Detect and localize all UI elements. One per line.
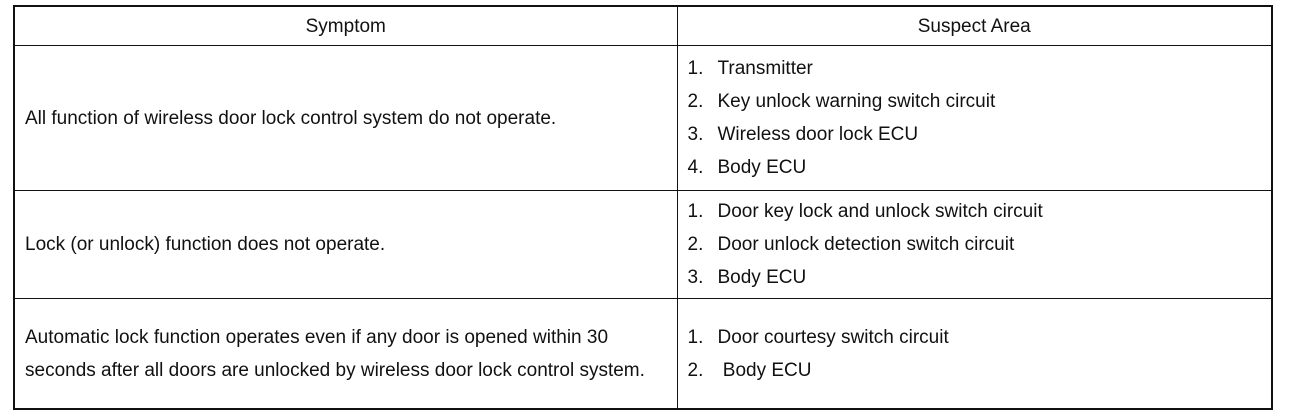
symptom-cell: Automatic lock function operates even if… xyxy=(15,298,678,408)
table-row: All function of wireless door lock contr… xyxy=(15,45,1271,191)
symptom-cell: All function of wireless door lock contr… xyxy=(15,45,678,191)
item-number: 3. xyxy=(687,267,704,288)
list-item: 3. Body ECU xyxy=(688,261,1262,294)
item-number: 4. xyxy=(687,157,704,178)
item-text: Transmitter xyxy=(717,58,813,79)
list-item: 4. Body ECU xyxy=(688,151,1262,184)
list-item: 2. Door unlock detection switch circuit xyxy=(688,228,1262,261)
item-text: Wireless door lock ECU xyxy=(717,124,919,145)
item-number: 2. xyxy=(687,359,704,381)
suspect-area-list: 1. Transmitter 2. Key unlock warning switc… xyxy=(688,52,1262,184)
item-number: 2. xyxy=(687,234,704,255)
symptom-table: Symptom Suspect Area All function of wir… xyxy=(15,7,1271,408)
symptom-cell: Lock (or unlock) function does not opera… xyxy=(15,190,678,299)
item-text: Body ECU xyxy=(717,359,812,381)
header-symptom: Symptom xyxy=(15,7,678,46)
item-text: Body ECU xyxy=(717,157,807,178)
item-number: 1. xyxy=(687,326,704,348)
item-number: 1. xyxy=(687,58,704,79)
list-item: 2. Body ECU xyxy=(688,354,1262,387)
table-row: Automatic lock function operates even if… xyxy=(15,298,1271,408)
header-suspect-area: Suspect Area xyxy=(676,7,1271,46)
item-number: 2. xyxy=(687,91,704,112)
list-item: 1. Transmitter xyxy=(688,52,1262,85)
suspect-area-cell: 1. Door courtesy switch circuit 2. Body E… xyxy=(676,298,1271,408)
list-item: 1. Door key lock and unlock switch circui… xyxy=(688,195,1262,228)
item-text: Door courtesy switch circuit xyxy=(717,326,949,348)
list-item: 1. Door courtesy switch circuit xyxy=(688,321,1262,354)
suspect-area-list: 1. Door key lock and unlock switch circui… xyxy=(688,195,1262,294)
suspect-area-cell: 1. Door key lock and unlock switch circui… xyxy=(676,190,1271,299)
symptom-table-frame: Symptom Suspect Area All function of wir… xyxy=(13,5,1273,410)
suspect-area-list: 1. Door courtesy switch circuit 2. Body E… xyxy=(688,321,1262,387)
item-text: Door unlock detection switch circuit xyxy=(717,234,1015,255)
list-item: 3. Wireless door lock ECU xyxy=(688,118,1262,151)
item-number: 1. xyxy=(687,201,704,222)
item-text: Door key lock and unlock switch circuit xyxy=(717,201,1043,222)
list-item: 2. Key unlock warning switch circuit xyxy=(688,85,1262,118)
item-text: Key unlock warning switch circuit xyxy=(717,91,996,112)
item-text: Body ECU xyxy=(717,267,807,288)
table-row: Lock (or unlock) function does not opera… xyxy=(15,190,1271,299)
item-number: 3. xyxy=(687,124,704,145)
suspect-area-cell: 1. Transmitter 2. Key unlock warning switc… xyxy=(676,45,1271,191)
table-header-row: Symptom Suspect Area xyxy=(15,7,1271,46)
